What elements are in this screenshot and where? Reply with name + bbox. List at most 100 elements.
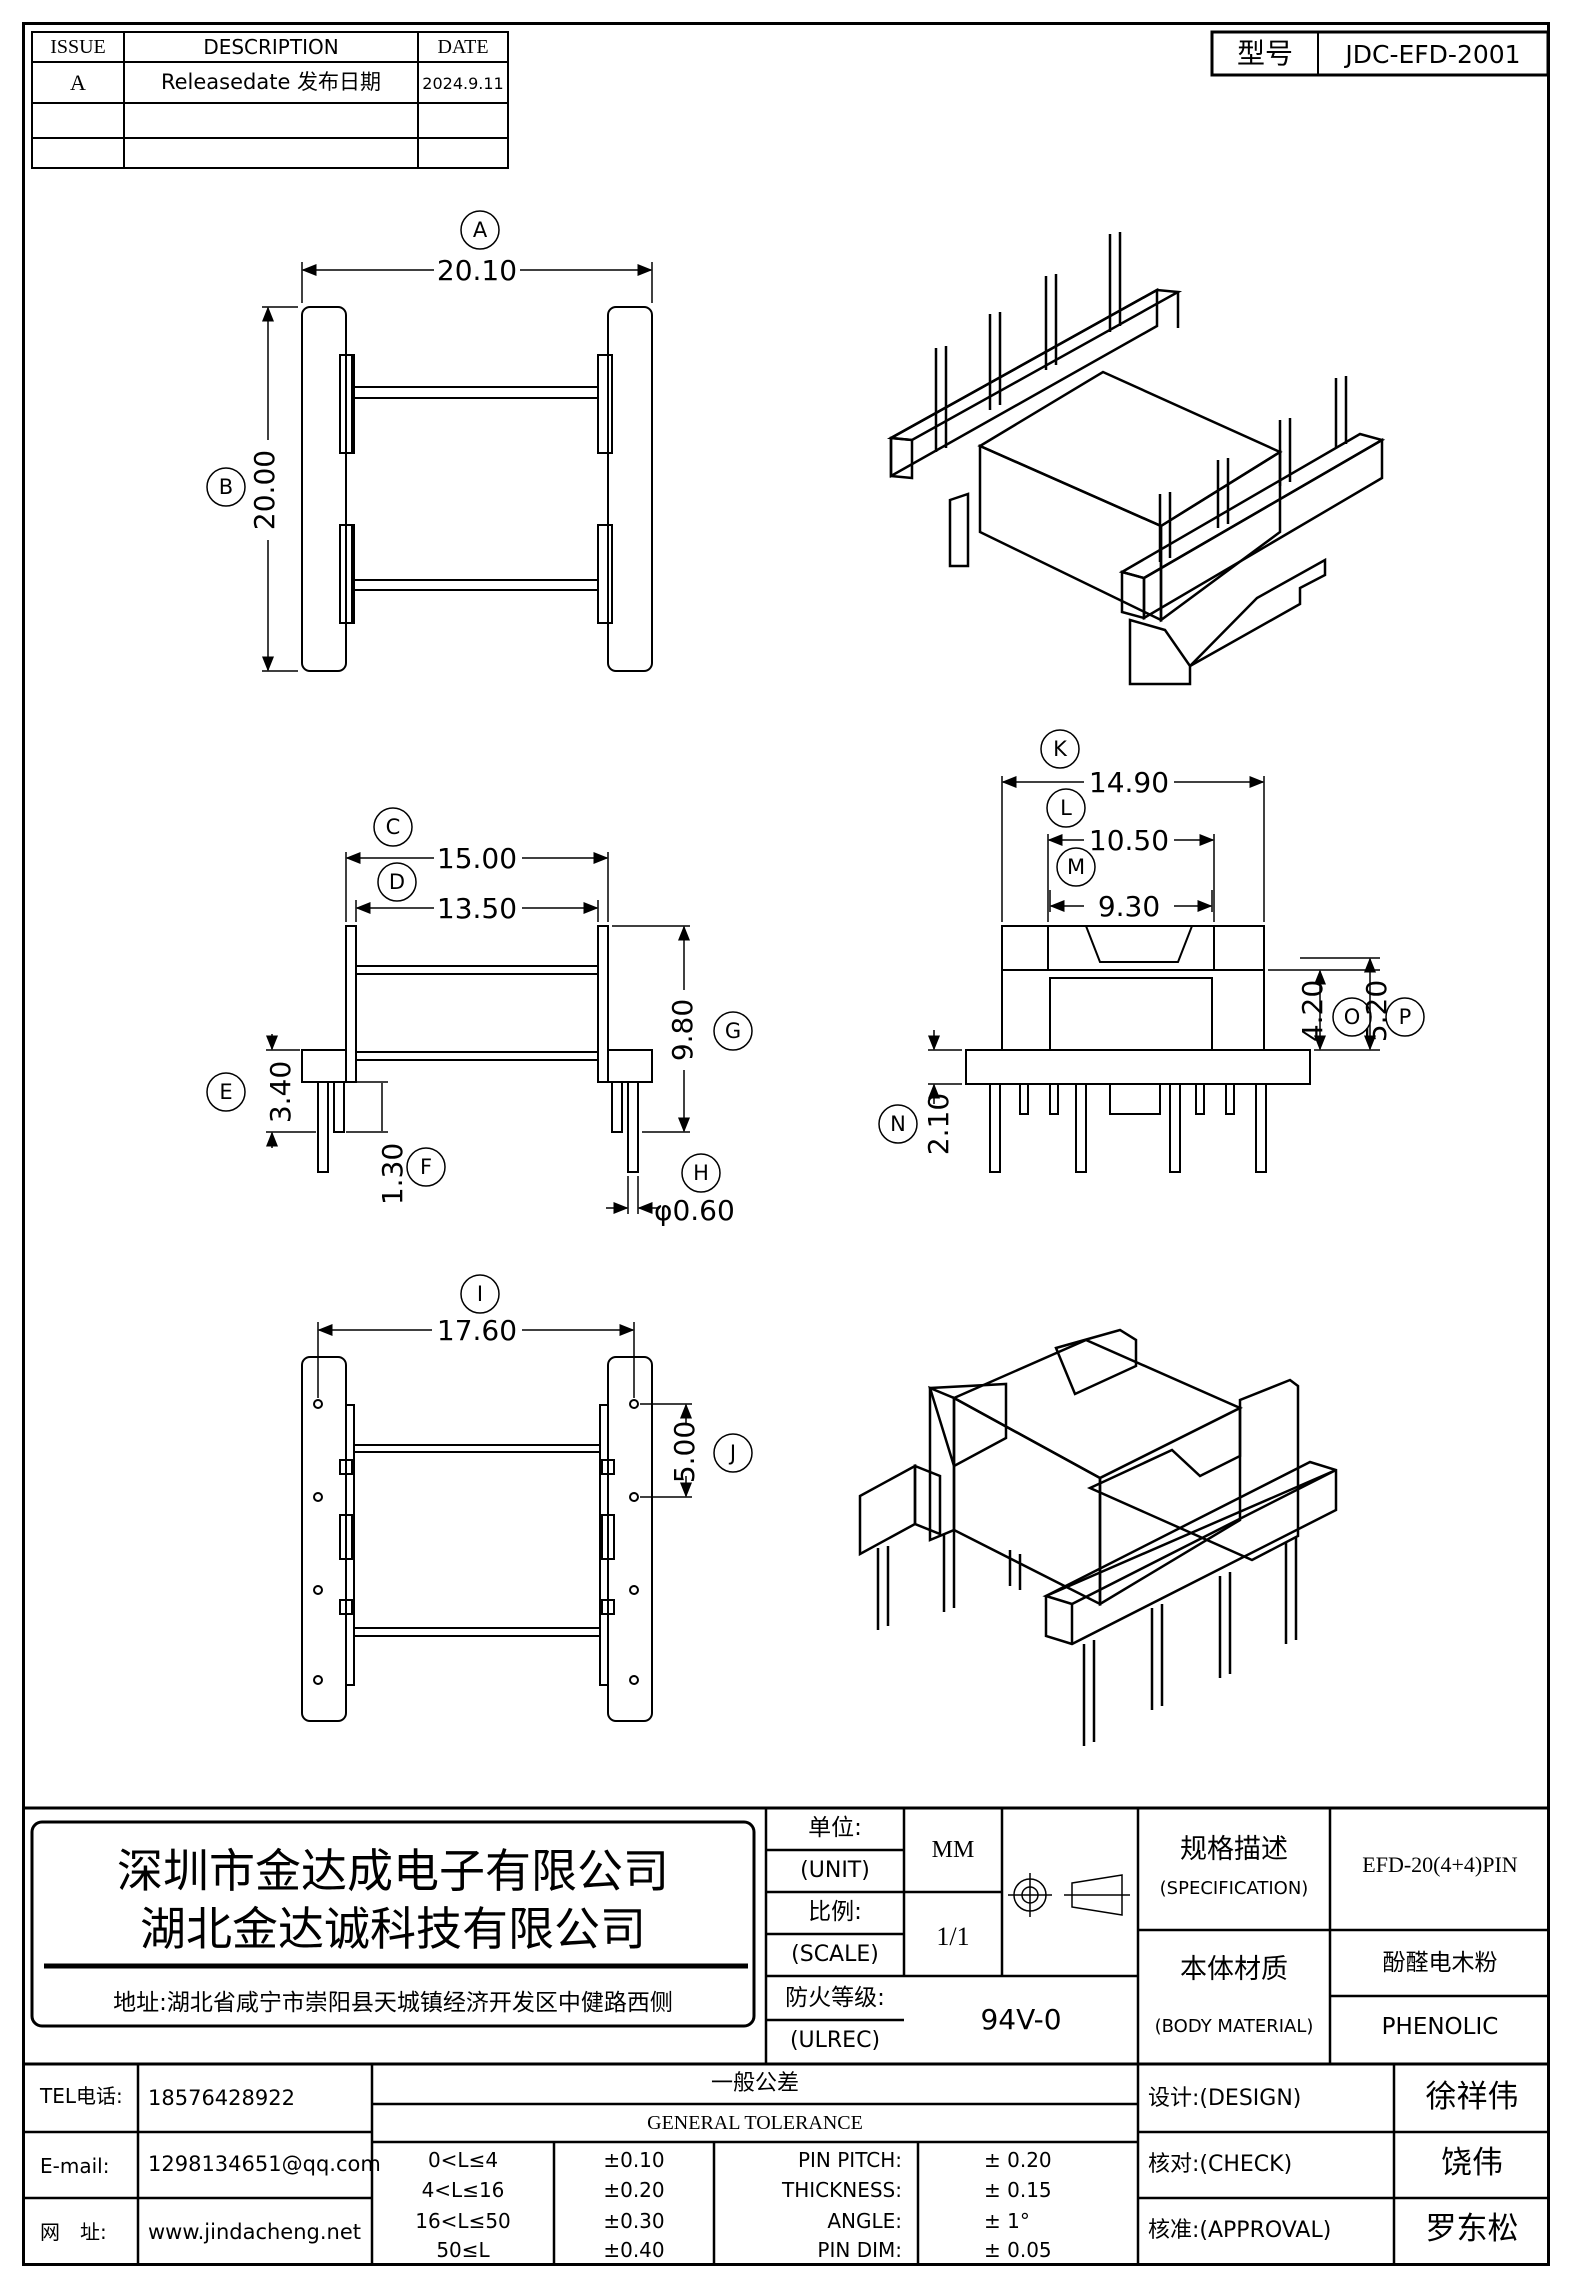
dim-e: 3.40 <box>264 1060 298 1124</box>
tol-value-1: ±0.20 <box>603 2178 665 2202</box>
projection-symbol-icon <box>1008 1873 1130 1917</box>
scale-label-cn: 比例: <box>808 1899 862 1925</box>
approval-label: 核准:(APPROVAL) <box>1148 2218 1332 2243</box>
dim-n: 2.10 <box>922 1092 956 1156</box>
spec-value: EFD-20(4+4)PIN <box>1362 1852 1518 1877</box>
tol-range-0: 0<L≤4 <box>427 2148 499 2172</box>
company-line-1: 深圳市金达成电子有限公司 <box>117 1844 669 1898</box>
tol-value-2: ±0.30 <box>603 2209 665 2233</box>
tol-spec-1: ± 0.15 <box>984 2178 1052 2202</box>
dim-k: 14.90 <box>1088 766 1170 799</box>
material-value-cn: 酚醛电木粉 <box>1382 1950 1498 1976</box>
spec-label-cn: 规格描述 <box>1180 1834 1288 1865</box>
rev-header-date: DATE <box>437 36 489 58</box>
rev-header-issue: ISSUE <box>50 36 106 58</box>
model-value: JDC-EFD-2001 <box>1345 40 1521 69</box>
tol-spec-0: ± 0.20 <box>984 2148 1052 2172</box>
spec-label-en: (SPECIFICATION) <box>1159 1878 1309 1899</box>
tel-label: TEL电话: <box>40 2084 123 2108</box>
approval-value: 罗东松 <box>1425 2211 1519 2247</box>
unit-label-en: (UNIT) <box>800 1858 870 1883</box>
tol-range-1: 4<L≤16 <box>421 2178 505 2202</box>
dim-a: 20.10 <box>436 254 518 287</box>
side-view <box>878 729 1425 1173</box>
label-k: K <box>1053 737 1067 761</box>
iso-view-bottom <box>858 1328 1338 1746</box>
dim-c: 15.00 <box>436 842 518 875</box>
company-line-2: 湖北金达诚科技有限公司 <box>140 1902 646 1956</box>
tolerance-title-en: GENERAL TOLERANCE <box>647 2112 863 2134</box>
label-o: O <box>1343 1005 1361 1029</box>
tol-value-3: ±0.40 <box>603 2238 665 2262</box>
model-label: 型号 <box>1236 37 1293 70</box>
tol-range-3: 50≤L <box>436 2238 490 2262</box>
top-view <box>206 210 653 672</box>
material-value-en: PHENOLIC <box>1381 2014 1499 2040</box>
dim-l: 10.50 <box>1088 824 1170 857</box>
label-a: A <box>472 218 488 242</box>
label-p: P <box>1398 1005 1412 1029</box>
rev-date: 2024.9.11 <box>422 74 504 93</box>
dim-d: 13.50 <box>436 892 518 925</box>
drawing-frame <box>22 22 1550 2266</box>
material-label-en: (BODY MATERIAL) <box>1154 2016 1314 2037</box>
design-label: 设计:(DESIGN) <box>1148 2086 1302 2111</box>
label-m: M <box>1066 855 1086 879</box>
bottom-view <box>301 1274 753 1722</box>
email-label: E-mail: <box>40 2154 110 2178</box>
ulrec-label-cn: 防火等级: <box>785 1985 885 2011</box>
tol-spec-3: ± 0.05 <box>984 2238 1052 2262</box>
scale-value: 1/1 <box>936 1922 970 1951</box>
ulrec-value: 94V-0 <box>980 2003 1062 2036</box>
tol-value-0: ±0.10 <box>603 2148 665 2172</box>
scale-label-en: (SCALE) <box>791 1942 879 1967</box>
tol-spec-2: ± 1° <box>984 2209 1030 2233</box>
rev-header-description: DESCRIPTION <box>203 35 339 59</box>
tol-item-0: PIN PITCH: <box>797 2148 902 2172</box>
tolerance-title-cn: 一般公差 <box>710 2071 799 2096</box>
label-l: L <box>1060 796 1072 820</box>
tol-range-2: 16<L≤50 <box>415 2209 511 2233</box>
company-address: 地址:湖北省咸宁市崇阳县天城镇经济开发区中健路西侧 <box>113 1990 673 2016</box>
label-b: B <box>218 475 234 499</box>
dim-g: 9.80 <box>666 998 700 1062</box>
unit-value: MM <box>931 1837 975 1863</box>
dim-b: 20.00 <box>248 449 282 531</box>
dim-i: 17.60 <box>436 1314 518 1347</box>
iso-view-top <box>886 232 1386 686</box>
email-value: 1298134651@qq.com <box>148 2152 381 2176</box>
model-box <box>1210 30 1550 77</box>
web-label: 网 址: <box>40 2220 107 2244</box>
unit-label-cn: 单位: <box>808 1815 862 1841</box>
dim-f: 1.30 <box>376 1142 410 1206</box>
dim-m: 9.30 <box>1097 890 1161 923</box>
rev-description: Releasedate 发布日期 <box>160 70 382 94</box>
rev-issue: A <box>70 70 86 95</box>
label-g: G <box>724 1019 742 1043</box>
dim-h: φ0.60 <box>654 1194 735 1227</box>
label-e: E <box>219 1080 233 1104</box>
label-d: D <box>388 870 406 894</box>
check-label: 核对:(CHECK) <box>1148 2152 1293 2177</box>
tol-item-1: THICKNESS: <box>782 2178 902 2202</box>
tol-item-2: ANGLE: <box>827 2209 902 2233</box>
dim-o: 4.20 <box>1296 979 1330 1043</box>
tol-item-3: PIN DIM: <box>817 2238 902 2262</box>
front-view <box>206 807 753 1214</box>
label-j: J <box>729 1441 737 1465</box>
label-n: N <box>890 1112 906 1136</box>
label-i: I <box>476 1282 484 1306</box>
check-value: 饶伟 <box>1441 2145 1503 2181</box>
material-label-cn: 本体材质 <box>1180 1954 1288 1985</box>
ulrec-label-en: (ULREC) <box>789 2028 881 2053</box>
design-value: 徐祥伟 <box>1425 2079 1519 2115</box>
label-h: H <box>693 1161 709 1185</box>
revision-table-grid <box>31 31 509 169</box>
label-f: F <box>419 1155 433 1179</box>
dim-j: 5.00 <box>668 1420 702 1484</box>
label-c: C <box>385 815 401 839</box>
title-block-grid <box>22 1806 1550 2266</box>
tel-value: 18576428922 <box>148 2086 295 2110</box>
web-value: www.jindacheng.net <box>148 2220 362 2244</box>
